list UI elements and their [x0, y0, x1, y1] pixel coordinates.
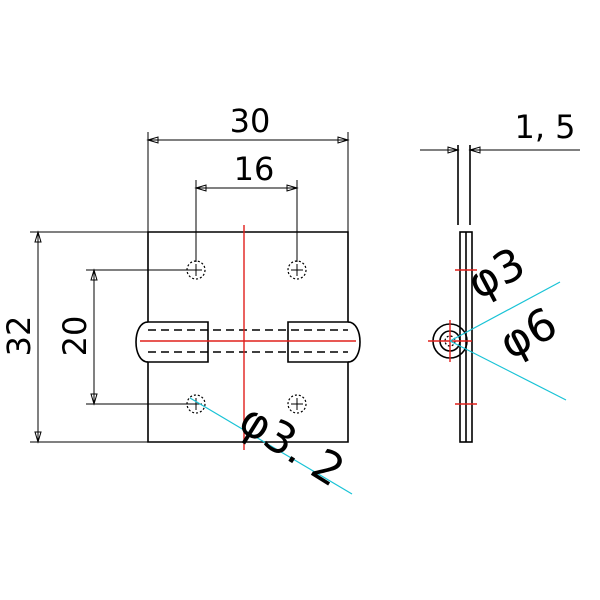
knuckle-left	[135, 321, 149, 363]
knuckle-right	[347, 321, 361, 363]
dim-height-20: 20	[56, 268, 196, 406]
dim-height-20-label: 20	[56, 316, 94, 357]
dim-height-32-label: 32	[0, 316, 38, 357]
dia-3-2-label: φ3. 2	[230, 394, 353, 497]
leader-dia-6: φ6	[449, 298, 567, 401]
hole-top-right	[287, 260, 307, 280]
dia-6-label: φ6	[491, 298, 565, 370]
dim-width-30-label: 30	[230, 102, 271, 140]
dim-height-32: 32	[0, 230, 148, 444]
dim-width-30: 30	[146, 102, 350, 232]
hole-bottom-right	[287, 394, 307, 414]
dim-thickness-label: 1, 5	[514, 108, 575, 146]
dia-3-label: φ3	[459, 238, 533, 310]
dim-width-16: 16	[194, 150, 299, 262]
dim-width-16-label: 16	[234, 150, 275, 188]
leader-dia-3-2: φ3. 2	[189, 394, 353, 497]
side-view	[428, 145, 477, 443]
dim-thickness-1-5: 1, 5	[420, 108, 580, 154]
